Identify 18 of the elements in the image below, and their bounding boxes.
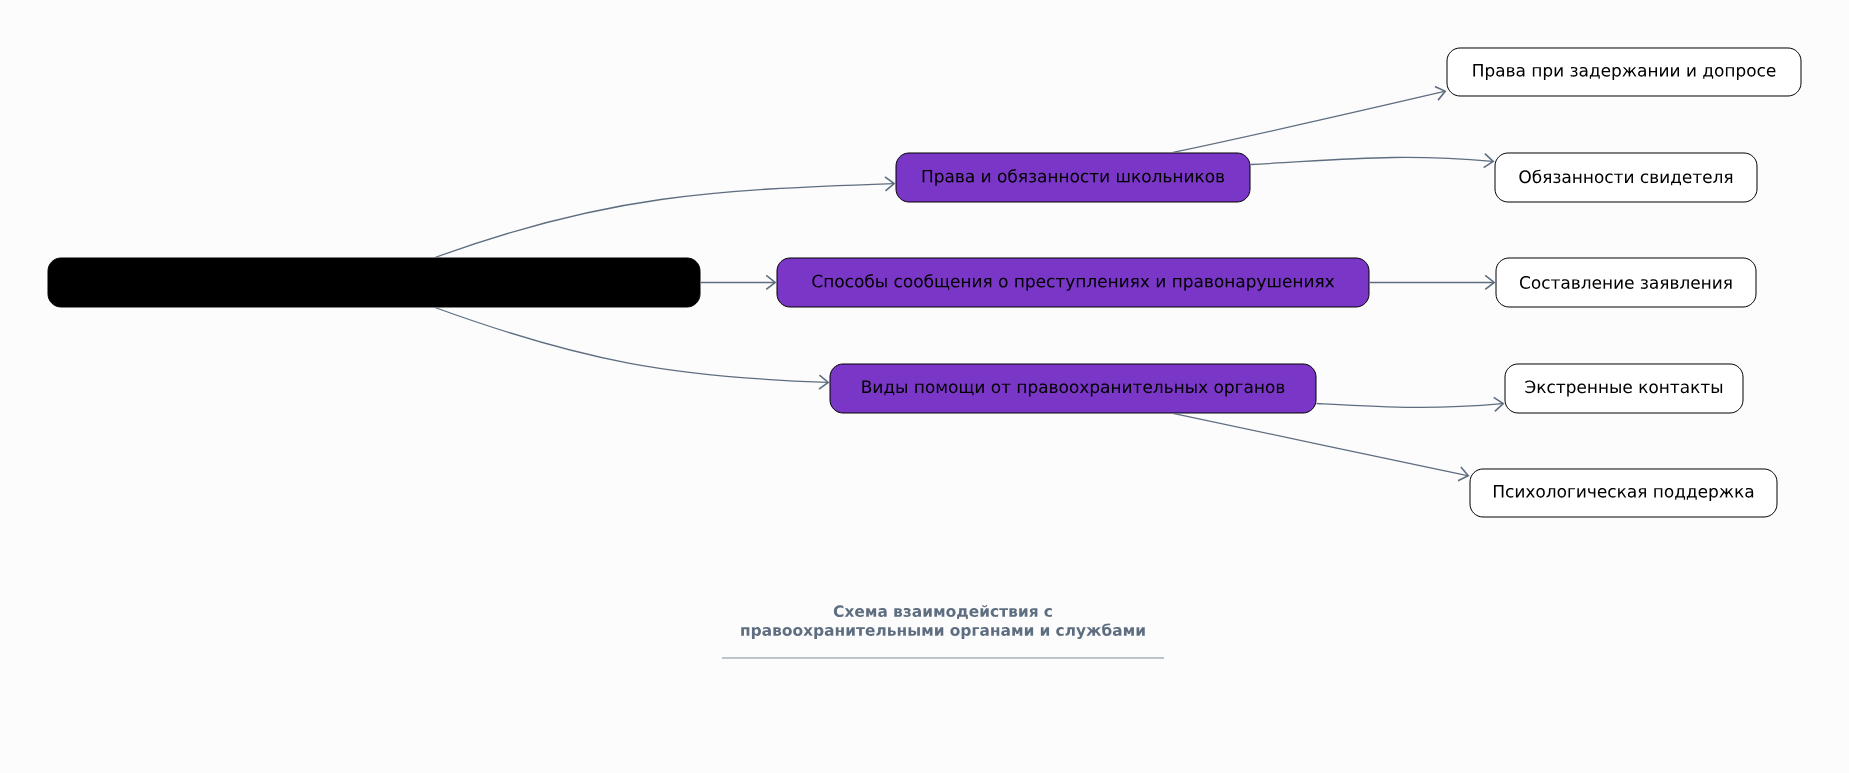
subtopic-box: Обязанности свидетеля: [1494, 152, 1758, 203]
root-box: [47, 257, 701, 308]
topic-box: Виды помощи от правоохранительных органов: [829, 363, 1317, 414]
subtopic-box: Экстренные контакты: [1504, 363, 1744, 414]
topic-box: Права и обязанности школьников: [895, 152, 1251, 203]
arrow: [434, 176, 896, 259]
subtopic-box: Права при задержании и допросе: [1446, 47, 1802, 97]
subtopic-box: Составление заявления: [1495, 257, 1757, 308]
caption: Схема взаимодействия с правоохранительными органами и службами: [741, 604, 1145, 639]
arrow: [1172, 412, 1470, 482]
arrow: [1249, 152, 1495, 169]
topic-box: Способы сообщения о преступлениях и правонарушениях: [776, 257, 1370, 308]
arrow: [699, 274, 777, 291]
arrow: [1172, 85, 1447, 154]
arrow: [1315, 396, 1505, 413]
arrow: [1368, 274, 1496, 291]
subtopic-box: Психологическая поддержка: [1469, 468, 1778, 518]
arrow: [434, 306, 830, 390]
